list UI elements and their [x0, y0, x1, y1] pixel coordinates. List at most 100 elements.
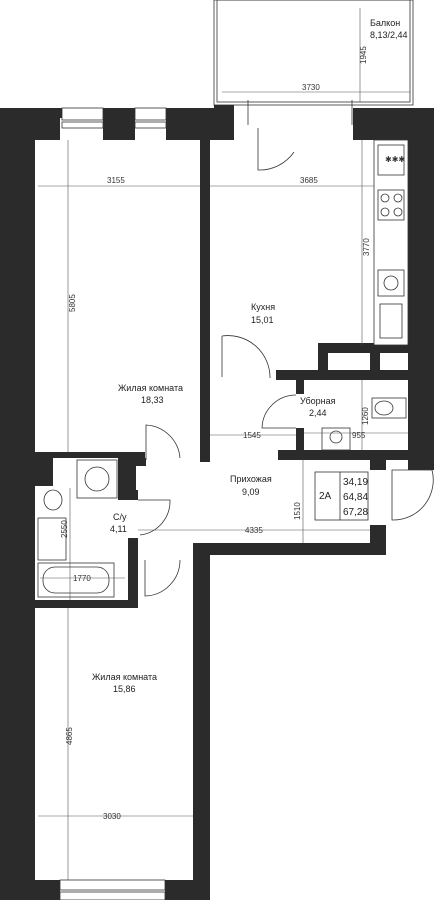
hall-name: Прихожая — [230, 474, 272, 484]
burner-icon — [393, 193, 403, 203]
wall-hall-bottom — [193, 525, 386, 900]
wall-toilet-left — [296, 428, 304, 458]
windows — [59, 107, 167, 900]
wall-toilet-right-upper — [370, 343, 380, 380]
dim-kitchen-depth: 3770 — [362, 238, 371, 256]
door-living1 — [145, 424, 181, 460]
dim-bath-width: 1770 — [73, 574, 91, 583]
wall-entrance-top — [370, 458, 386, 470]
wall-bottom-left-pier — [35, 880, 60, 900]
wall-right-toilet — [408, 380, 434, 470]
living1-area: 18,33 — [141, 395, 164, 405]
kitchen-area: 15,01 — [251, 315, 274, 325]
kitchen-name: Кухня — [251, 302, 275, 312]
balcony-name: Балкон — [370, 18, 400, 28]
balcony-outline — [213, 0, 414, 106]
dim-corridor-width: 1545 — [243, 431, 261, 440]
dim-bath-height: 2550 — [60, 520, 69, 538]
dim-balcony-height: 1945 — [359, 46, 368, 64]
washing-drum-icon — [84, 466, 110, 492]
window-living1-a-sill — [61, 121, 104, 129]
toilet-area: 2,44 — [309, 408, 327, 418]
sink-bowl-icon — [329, 430, 343, 444]
door-kitchen — [221, 335, 271, 379]
dim-living1-height: 5805 — [68, 294, 77, 312]
wall-bottom-right-pier — [165, 880, 210, 900]
total-area-with-balcony: 67,28 — [343, 507, 368, 518]
dim-living2-height: 4865 — [65, 727, 74, 745]
walls — [0, 105, 434, 900]
apartment-type: 2A — [319, 491, 332, 502]
living-area: 34,19 — [343, 477, 368, 488]
wall-top-pier-1 — [103, 108, 135, 140]
burner-icon — [393, 207, 403, 217]
window-living2-sill — [59, 891, 166, 900]
door-entrance — [391, 469, 434, 521]
kitchen-cabinet — [377, 144, 405, 176]
dishwasher — [379, 303, 403, 339]
door-toilet — [261, 394, 297, 429]
bathroom-sink — [37, 517, 67, 561]
bathroom-toilet-icon — [43, 489, 63, 511]
wall-top-stub — [60, 108, 62, 118]
area-summary: 2A 34,19 64,84 67,28 — [314, 471, 369, 521]
dim-hall-height: 1510 — [293, 502, 302, 520]
total-area: 64,84 — [343, 492, 368, 503]
dim-balcony-width: 3730 — [302, 83, 320, 92]
door-balcony — [257, 128, 295, 171]
room-labels: Балкон 8,13/2,44 Кухня 15,01 Жилая комна… — [92, 18, 408, 694]
wall-bath-bottom — [35, 600, 138, 608]
wall-kitchen-top-right — [353, 108, 413, 140]
dim-kitchen-width: 3685 — [300, 176, 318, 185]
wall-bath-top-left — [35, 458, 53, 486]
living2-name: Жилая комната — [92, 672, 157, 682]
wall-bath-stub — [128, 490, 138, 500]
wall-top-pier-2 — [166, 108, 216, 140]
snowflake-icon: ✱✱✱ — [385, 155, 405, 164]
wall-toilet-stub — [296, 380, 304, 394]
wall-toilet-top — [318, 343, 408, 353]
dimension-labels: 1945 3730 3155 3685 3770 5805 1260 955 1… — [60, 46, 371, 821]
wall-toilet-bottom — [278, 450, 408, 460]
toilet-name: Уборная — [300, 396, 336, 406]
doors — [138, 128, 434, 597]
burner-icon — [380, 193, 390, 203]
wall-left-outer — [0, 108, 60, 900]
hall-area: 9,09 — [242, 487, 260, 497]
window-living2 — [59, 879, 166, 891]
dim-living2-width: 3030 — [103, 812, 121, 821]
wall-partition-living-kitchen — [200, 140, 210, 380]
balcony — [213, 0, 414, 125]
wall-kitchen-top-left — [214, 105, 234, 140]
living2-area: 15,86 — [113, 684, 136, 694]
wall-living1-bottom — [35, 452, 145, 458]
fixtures: ✱✱✱ — [37, 139, 409, 598]
bathroom-area: 4,11 — [110, 524, 127, 534]
wall-bath-top-right — [118, 458, 136, 500]
burner-icon — [380, 207, 390, 217]
wall-kitchen-bottom — [276, 370, 408, 380]
balcony-inner-outline — [216, 0, 411, 103]
dim-toilet-height: 1260 — [361, 407, 370, 425]
summary-box — [314, 471, 369, 521]
window-living1-a — [61, 107, 104, 121]
living1-name: Жилая комната — [118, 383, 183, 393]
dim-living1-width: 3155 — [107, 176, 125, 185]
toilet-bowl-icon — [374, 400, 394, 416]
wall-toilet-left-upper — [318, 343, 328, 380]
window-living1-b-sill — [134, 121, 167, 129]
wall-partition-living-hall — [200, 380, 210, 462]
door-living2 — [144, 559, 181, 597]
bathtub-inner — [42, 566, 110, 594]
dim-toilet-width: 955 — [352, 431, 366, 440]
dim-hall-width: 4335 — [245, 526, 263, 535]
dimension-lines — [38, 8, 410, 880]
sink-bowl-icon — [383, 275, 399, 291]
bathroom-name: С/у — [113, 512, 127, 522]
wall-bath-right — [128, 538, 138, 606]
balcony-area: 8,13/2,44 — [370, 30, 408, 40]
window-living1-b — [134, 107, 167, 121]
wall-bath-top-stub — [128, 458, 146, 466]
door-bathroom — [138, 499, 171, 536]
